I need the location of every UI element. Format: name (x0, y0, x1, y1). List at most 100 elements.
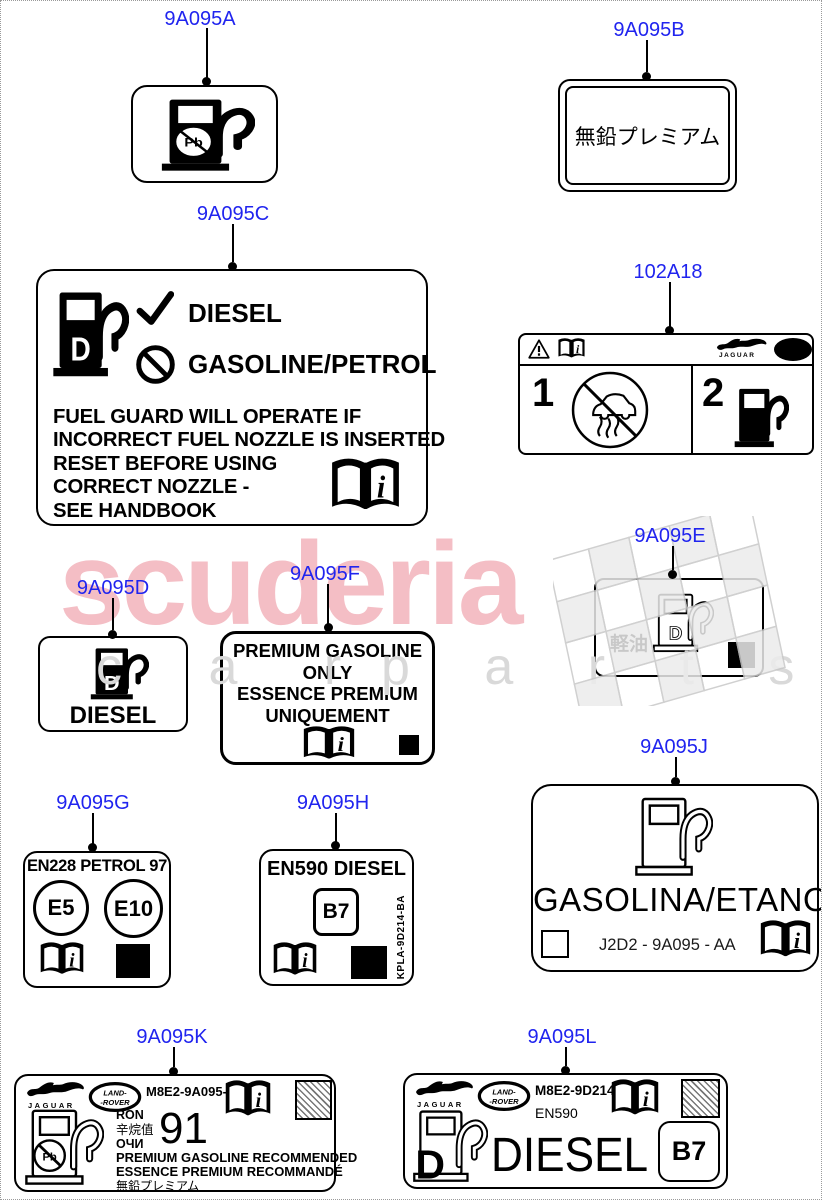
outline-square (541, 930, 569, 958)
callout-9a095d[interactable]: 9A095D (76, 577, 150, 599)
fuel-guard-line: CORRECT NOZZLE - (53, 476, 250, 499)
premium-line: ONLY (302, 661, 353, 683)
unleaded-pump-outline-icon (24, 1106, 104, 1186)
en590-title: EN590 DIESEL (267, 858, 406, 880)
no-fumes-car-icon (568, 368, 652, 452)
e5-badge: E5 (33, 880, 89, 936)
label-unleaded-premium-jp: 無鉛プレミアム (558, 79, 737, 192)
recommend-line: ESSENCE PREMIUM RECOMMANDÉ (116, 1164, 343, 1179)
callout-9a095g[interactable]: 9A095G (56, 792, 130, 814)
divider (691, 364, 693, 453)
callout-9a095c[interactable]: 9A095C (196, 203, 270, 225)
e5-text: E5 (47, 895, 75, 920)
leader-line (646, 40, 648, 72)
black-square (116, 944, 150, 978)
label-unleaded-pictogram (131, 85, 278, 183)
handbook-icon (558, 338, 585, 360)
leader-line (675, 757, 677, 777)
premium-line: ESSENCE PREMIUM (237, 683, 418, 704)
callout-9a095l[interactable]: 9A095L (527, 1026, 597, 1048)
handbook-icon (40, 942, 84, 978)
premium-line: UNIQUEMENT (265, 704, 390, 726)
fuel-pump-icon (733, 385, 789, 449)
leader-line (232, 224, 234, 262)
ron-cyrillic-text: ОЧИ (116, 1137, 144, 1151)
leader-dot (668, 570, 677, 579)
handbook-icon (331, 458, 400, 516)
e10-text: E10 (113, 895, 154, 921)
en590-text: EN590 (535, 1105, 578, 1121)
part-code-text: J2D2 - 9A095 - AA (599, 936, 736, 954)
b7-text: B7 (322, 900, 350, 923)
recommend-line-jp: 無鉛プレミアム (116, 1179, 200, 1193)
leader-dot (331, 841, 340, 850)
hatched-square (295, 1080, 332, 1120)
leader-dot (202, 77, 211, 86)
callout-9a095j[interactable]: 9A095J (640, 736, 708, 758)
label-diesel-b7: JAGUAR M8E2-9D214-BA EN590 DIESEL B7 (403, 1073, 728, 1189)
step-number: 2 (702, 371, 725, 415)
label-refuel-instructions: JAGUAR 1 2 (518, 333, 814, 455)
label-premium-recommended: JAGUAR M8E2-9A095-AA RON 辛烷值 ОЧИ 91 PREM… (14, 1074, 357, 1193)
brand-oval (774, 338, 812, 361)
prohibited-fuel-text: GASOLINE/PETROL (188, 349, 437, 379)
callout-9a095e[interactable]: 9A095E (634, 525, 706, 547)
divider (520, 364, 812, 366)
ron-zh-text: 辛烷值 (116, 1122, 154, 1137)
callout-9a095h[interactable]: 9A095H (296, 792, 370, 814)
jaguar-leaper-icon (415, 1079, 477, 1099)
fuel-guard-line: SEE HANDBOOK (53, 499, 217, 522)
prohibition-icon (135, 344, 176, 385)
fuel-pump-outline-icon (634, 794, 713, 877)
diesel-pump-outline-icon (411, 1107, 489, 1183)
part-code-text: M8E2-9A095-AA (146, 1084, 246, 1099)
callout-102a18[interactable]: 102A18 (633, 261, 703, 283)
callout-9a095f[interactable]: 9A095F (289, 563, 361, 585)
octane-number: 91 (159, 1104, 208, 1153)
black-square (728, 642, 755, 668)
label-diesel: DIESEL (38, 636, 188, 732)
handbook-icon (303, 726, 355, 763)
callout-9a095b[interactable]: 9A095B (613, 19, 685, 41)
warning-triangle-icon (528, 339, 550, 359)
leader-dot (671, 777, 680, 786)
diesel-text: DIESEL (69, 702, 157, 729)
leader-dot (88, 843, 97, 852)
label-gasolina-etanol: GASOLINA/ETANOL J2D2 - 9A095 - AA (531, 784, 822, 972)
jaguar-wordmark: JAGUAR (719, 352, 756, 359)
fuel-guard-line: RESET BEFORE USING (53, 452, 278, 475)
diesel-pump-icon (51, 287, 129, 379)
label-fuel-guard: DIESEL GASOLINE/PETROL FUEL GUARD WILL O… (36, 269, 445, 526)
fuel-pump-unleaded-icon (159, 95, 255, 173)
diesel-big-text: DIESEL (491, 1129, 649, 1182)
hatched-square (681, 1079, 720, 1118)
jp-premium-text: 無鉛プレミアム (574, 125, 721, 149)
gasolina-etanol-text: GASOLINA/ETANOL (533, 881, 822, 918)
leader-line (669, 282, 671, 327)
handbook-icon (760, 920, 811, 961)
leader-line (335, 813, 337, 842)
callout-9a095a[interactable]: 9A095A (164, 8, 236, 30)
b7-badge: B7 (313, 888, 359, 936)
leader-dot (324, 623, 333, 632)
leader-dot (228, 262, 237, 271)
label-en590-diesel: EN590 DIESEL B7 KPLA-9D214-BA (259, 849, 414, 986)
leader-line (112, 598, 114, 630)
leader-dot (169, 1067, 178, 1076)
handbook-icon (611, 1079, 659, 1119)
approved-fuel-text: DIESEL (188, 298, 282, 328)
side-part-code: KPLA-9D214-BA (396, 895, 407, 980)
leader-dot (642, 72, 651, 81)
b7-text: B7 (671, 1136, 707, 1166)
leader-line (565, 1047, 567, 1066)
label-diesel-jp: 軽油 (594, 578, 764, 677)
diesel-pump-icon (89, 645, 149, 701)
recommend-line: PREMIUM GASOLINE RECOMMENDED (116, 1150, 358, 1165)
fuel-guard-line: FUEL GUARD WILL OPERATE IF (53, 406, 362, 428)
step-number: 1 (532, 371, 555, 415)
leader-line (672, 546, 674, 570)
leader-dot (665, 326, 674, 335)
callout-9a095k[interactable]: 9A095K (136, 1026, 208, 1048)
leader-line (173, 1047, 175, 1067)
